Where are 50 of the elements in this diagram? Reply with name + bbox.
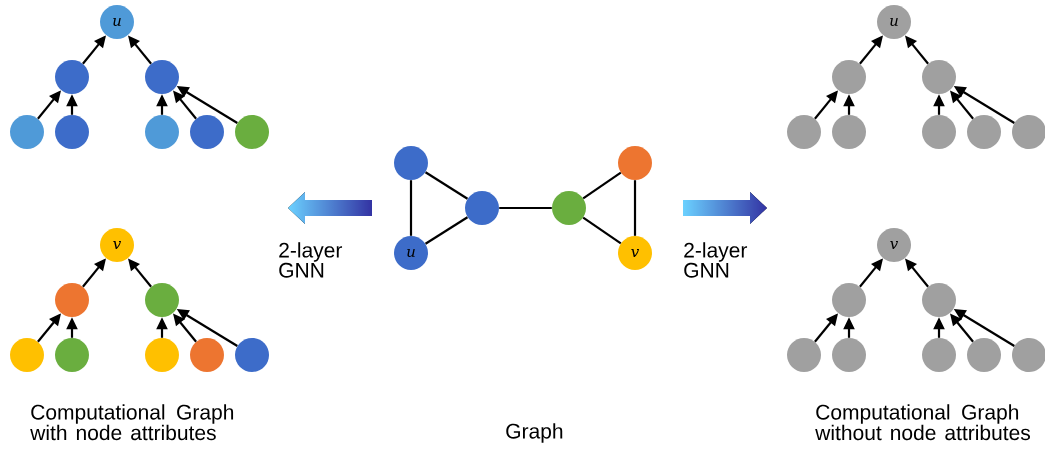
edge-line	[633, 180, 637, 236]
graph-node	[832, 338, 866, 372]
graph-node	[787, 338, 821, 372]
caption: Graph	[506, 423, 563, 443]
graph-node	[552, 191, 586, 225]
graph-node	[787, 115, 821, 149]
graph-node	[145, 60, 179, 94]
graph-node	[190, 115, 224, 149]
graph-node	[394, 146, 428, 180]
graph-node: v	[618, 236, 652, 270]
graph-node	[922, 115, 956, 149]
caption: Computational Graph without node attributes	[815, 404, 1030, 441]
graph-node	[922, 60, 956, 94]
graph-node	[235, 115, 269, 149]
graph-node: u	[877, 5, 911, 39]
graph-node	[618, 146, 652, 180]
graph-node	[1012, 338, 1045, 372]
edge-line	[582, 216, 622, 245]
arrow-label: 2-layer GNN	[279, 242, 343, 278]
graph-node	[465, 191, 499, 225]
arrow-label: 2-layer GNN	[684, 242, 748, 278]
graph-node	[55, 115, 89, 149]
graph-node: u	[100, 5, 134, 39]
graph-node	[1012, 115, 1045, 149]
edge-line	[424, 216, 469, 245]
graph-node	[832, 115, 866, 149]
graph-node	[55, 60, 89, 94]
graph-node	[967, 115, 1001, 149]
graph-node	[55, 338, 89, 372]
graph-node	[235, 338, 269, 372]
graph-node	[967, 338, 1001, 372]
graph-node	[55, 283, 89, 317]
graph-node	[10, 338, 44, 372]
graph-node	[832, 60, 866, 94]
edge-line	[424, 171, 469, 200]
graph-node	[145, 283, 179, 317]
edge-line	[499, 206, 552, 210]
graph-node	[145, 338, 179, 372]
graph-node	[190, 338, 224, 372]
graph-node	[832, 283, 866, 317]
caption: Computational Graph with node attributes	[30, 404, 234, 441]
graph-node	[145, 115, 179, 149]
graph-node: v	[877, 228, 911, 262]
graph-node: u	[394, 236, 428, 270]
edge-line	[582, 171, 622, 200]
edge-line	[409, 180, 413, 236]
graph-node	[922, 338, 956, 372]
graph-node	[922, 283, 956, 317]
graph-node	[10, 115, 44, 149]
graph-node: v	[100, 228, 134, 262]
